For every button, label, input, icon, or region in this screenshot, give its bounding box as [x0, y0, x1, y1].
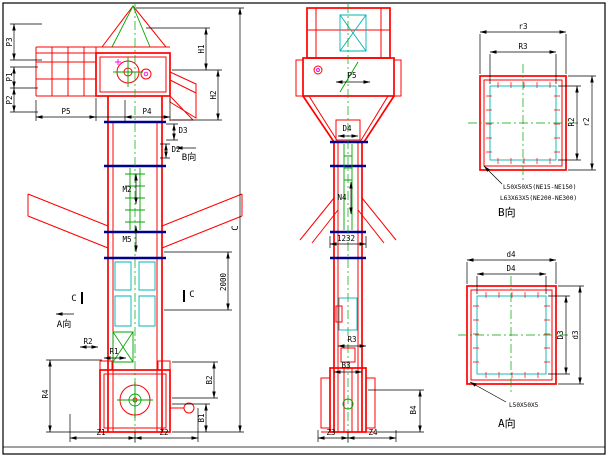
- side-view-structure: [295, 4, 402, 446]
- dim-r2-label: R2: [83, 337, 92, 346]
- side-view-dimensions: P5 D4 N4 1232 R3 B3 Z3 Z4 B4: [317, 71, 424, 442]
- dim-r2-outer-label: r2: [582, 117, 591, 126]
- dim-h1-label: H1: [197, 44, 206, 53]
- dim-m5-label: M5: [122, 235, 131, 244]
- detail-b-title: B向: [498, 205, 516, 219]
- dim-r3-inner-label: R3: [518, 42, 527, 51]
- discharge-spout: [169, 71, 197, 121]
- hood-braced-panel: [339, 14, 367, 52]
- head-casing-inner: [99, 56, 167, 93]
- boot-casing-inner: [103, 373, 167, 429]
- dim-r4-label: R4: [41, 389, 50, 399]
- dim-b1-label: B1: [197, 413, 206, 422]
- head-hood-side: [306, 7, 391, 59]
- dim-d4-inner-label: D4: [506, 264, 516, 273]
- dim-n4-label: N4: [337, 193, 347, 202]
- dim-p5-side-label: P5: [347, 71, 356, 80]
- dim-d3-label: D3: [178, 126, 187, 135]
- head-pulley-centerlines: [113, 57, 143, 87]
- detail-view-a: d4 D4 D3 d3 L50X50X5 A向: [458, 250, 584, 430]
- section-c-right-label: C: [189, 290, 194, 300]
- takeup-guides: [99, 360, 171, 371]
- dim-2000-label: 2000: [219, 272, 228, 291]
- dim-z4-label: Z4: [368, 428, 378, 437]
- bearing-mark: [115, 59, 121, 65]
- boot-channels-side: [320, 368, 376, 433]
- inlet-chute-wings-side: [299, 197, 397, 244]
- extension-lines-b: [479, 34, 596, 171]
- transition-walls-inner: [308, 95, 389, 143]
- boot-pulley-centerlines: [117, 382, 153, 418]
- casing-walls: [107, 96, 163, 432]
- front-view-dimensions: P3 P1 P2 P5 P4 H1 H2 D3 D2 B向 M2 M5 C 20…: [5, 7, 244, 442]
- dim-p1-label: P1: [5, 72, 14, 81]
- angle-note-a: L50X50X5: [509, 402, 539, 409]
- head-brace-side: [339, 61, 359, 93]
- door-hinge: [335, 305, 343, 323]
- flange-a-bolt-marks: [473, 292, 550, 378]
- dim-b3-label: B3: [341, 361, 350, 370]
- dim-z1-label: Z1: [96, 428, 105, 437]
- dim-d3-inner-label: D3: [556, 330, 565, 339]
- drive-shaft: [140, 68, 152, 80]
- section-c-left-label: C: [71, 294, 76, 304]
- dim-p5-label: P5: [61, 107, 70, 116]
- drive-shaft-mark: [143, 71, 149, 77]
- dim-1232-label: 1232: [337, 234, 355, 243]
- detail-view-b: r3 R3 r2 R2 L50X50X5(NE15-NE150) L63X63X…: [468, 22, 596, 219]
- inspection-door-side: [338, 297, 358, 331]
- dim-c-overall-label: C: [231, 225, 241, 230]
- extension-lines-a: [466, 262, 584, 385]
- dim-r3-outer-label: r3: [518, 22, 527, 31]
- inspection-doors: [114, 261, 156, 327]
- inlet-chute-wings: [27, 193, 243, 249]
- dim-d4-label: D4: [342, 124, 352, 133]
- dim-p2-label: P2: [5, 95, 14, 104]
- angle-note-b-line2: L63X63X5(NE200-NE300): [500, 195, 577, 202]
- dim-b4-label: B4: [409, 405, 418, 415]
- dim-d3-outer-label: d3: [571, 330, 580, 339]
- dim-b2-label: B2: [205, 375, 214, 384]
- head-casing: [95, 52, 171, 97]
- side-view: P5 D4 N4 1232 R3 B3 Z3 Z4 B4: [295, 4, 424, 446]
- dim-d2-label: D2: [171, 145, 180, 154]
- b-view-ref-label: B向: [182, 151, 196, 163]
- flange-b-bolt-marks: [486, 82, 560, 164]
- flange-b-centerlines: [468, 64, 578, 182]
- boot-shaft-side: [342, 398, 354, 410]
- transition-walls: [302, 95, 395, 143]
- dim-z3-label: Z3: [326, 428, 335, 437]
- detail-a-title: A向: [498, 416, 516, 430]
- tensioner-wheel: [183, 402, 195, 414]
- shaft-end-mark: [316, 68, 320, 72]
- extension-lines: [10, 7, 244, 442]
- front-view: P3 P1 P2 P5 P4 H1 H2 D3 D2 B向 M2 M5 C 20…: [5, 4, 244, 446]
- casing-walls-inner: [112, 122, 158, 432]
- angle-note-leader-a: [469, 381, 507, 403]
- dim-z2-label: Z2: [159, 428, 168, 437]
- dim-d4-outer-label: d4: [506, 250, 516, 259]
- dim-m2-label: M2: [122, 185, 131, 194]
- dim-p3-label: P3: [5, 37, 14, 46]
- head-hood: [100, 5, 168, 48]
- dim-r3-label: R3: [347, 335, 356, 344]
- flange-a-centerlines: [458, 276, 568, 394]
- shaft-end: [313, 65, 323, 75]
- dim-h2-label: H2: [209, 90, 218, 99]
- section-cut-marks: [81, 290, 185, 304]
- angle-note-leader-b: [483, 165, 503, 185]
- casing-walls-side: [333, 142, 363, 432]
- takeup-box-side: [340, 347, 356, 363]
- head-hood-braces: [111, 5, 151, 48]
- a-view-ref-label: A向: [57, 318, 71, 330]
- head-hood-side-ribs: [307, 8, 390, 58]
- angle-note-b-line1: L50X50X5(NE15-NE150): [503, 184, 576, 191]
- dim-r2-inner-label: R2: [567, 117, 576, 126]
- dim-p4-label: P4: [142, 107, 152, 116]
- casing-walls-side-inner: [337, 142, 359, 432]
- dim-r1-label: R1: [109, 347, 118, 356]
